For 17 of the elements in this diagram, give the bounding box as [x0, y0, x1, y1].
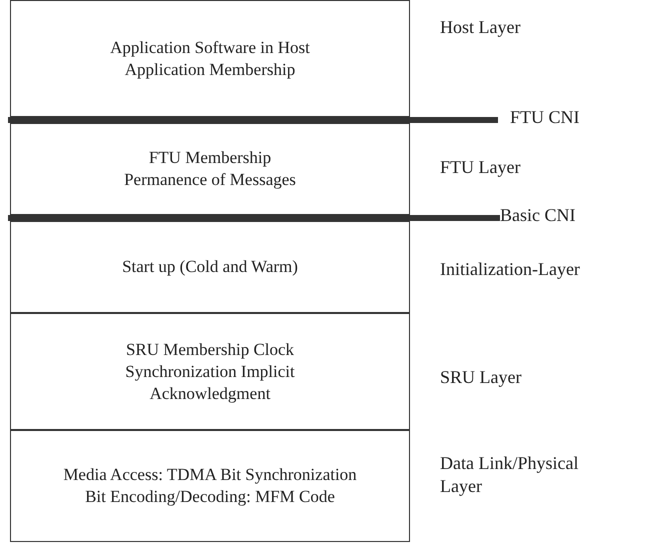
layer-name: FTU Layer [440, 156, 522, 179]
interface-label: FTU CNI [510, 106, 580, 128]
layer-functions: SRU Membership Clock Synchronization Implicit Acknowledgment [124, 338, 296, 404]
layer-functions: Start up (Cold and Warm) [121, 256, 299, 278]
layer-band [10, 313, 410, 430]
layer-band [10, 221, 410, 313]
layer-functions: Media Access: TDMA Bit Synchronization Bit Encoding/Decoding: MFM Code [62, 464, 358, 508]
layer-functions: FTU Membership Permanence of Messages [123, 147, 297, 191]
layer-name: Host Layer [440, 16, 522, 39]
layer-name: Initialization-Layer [440, 258, 581, 281]
layer-band [10, 123, 410, 215]
layer-name: Data Link/Physical Layer [440, 452, 580, 498]
layer-functions: Application Software in Host Application Membership [109, 36, 311, 80]
interface-label: Basic CNI [500, 204, 576, 226]
layer-band [10, 0, 410, 117]
layer-name: SRU Layer [440, 366, 522, 389]
layer-band [10, 430, 410, 542]
